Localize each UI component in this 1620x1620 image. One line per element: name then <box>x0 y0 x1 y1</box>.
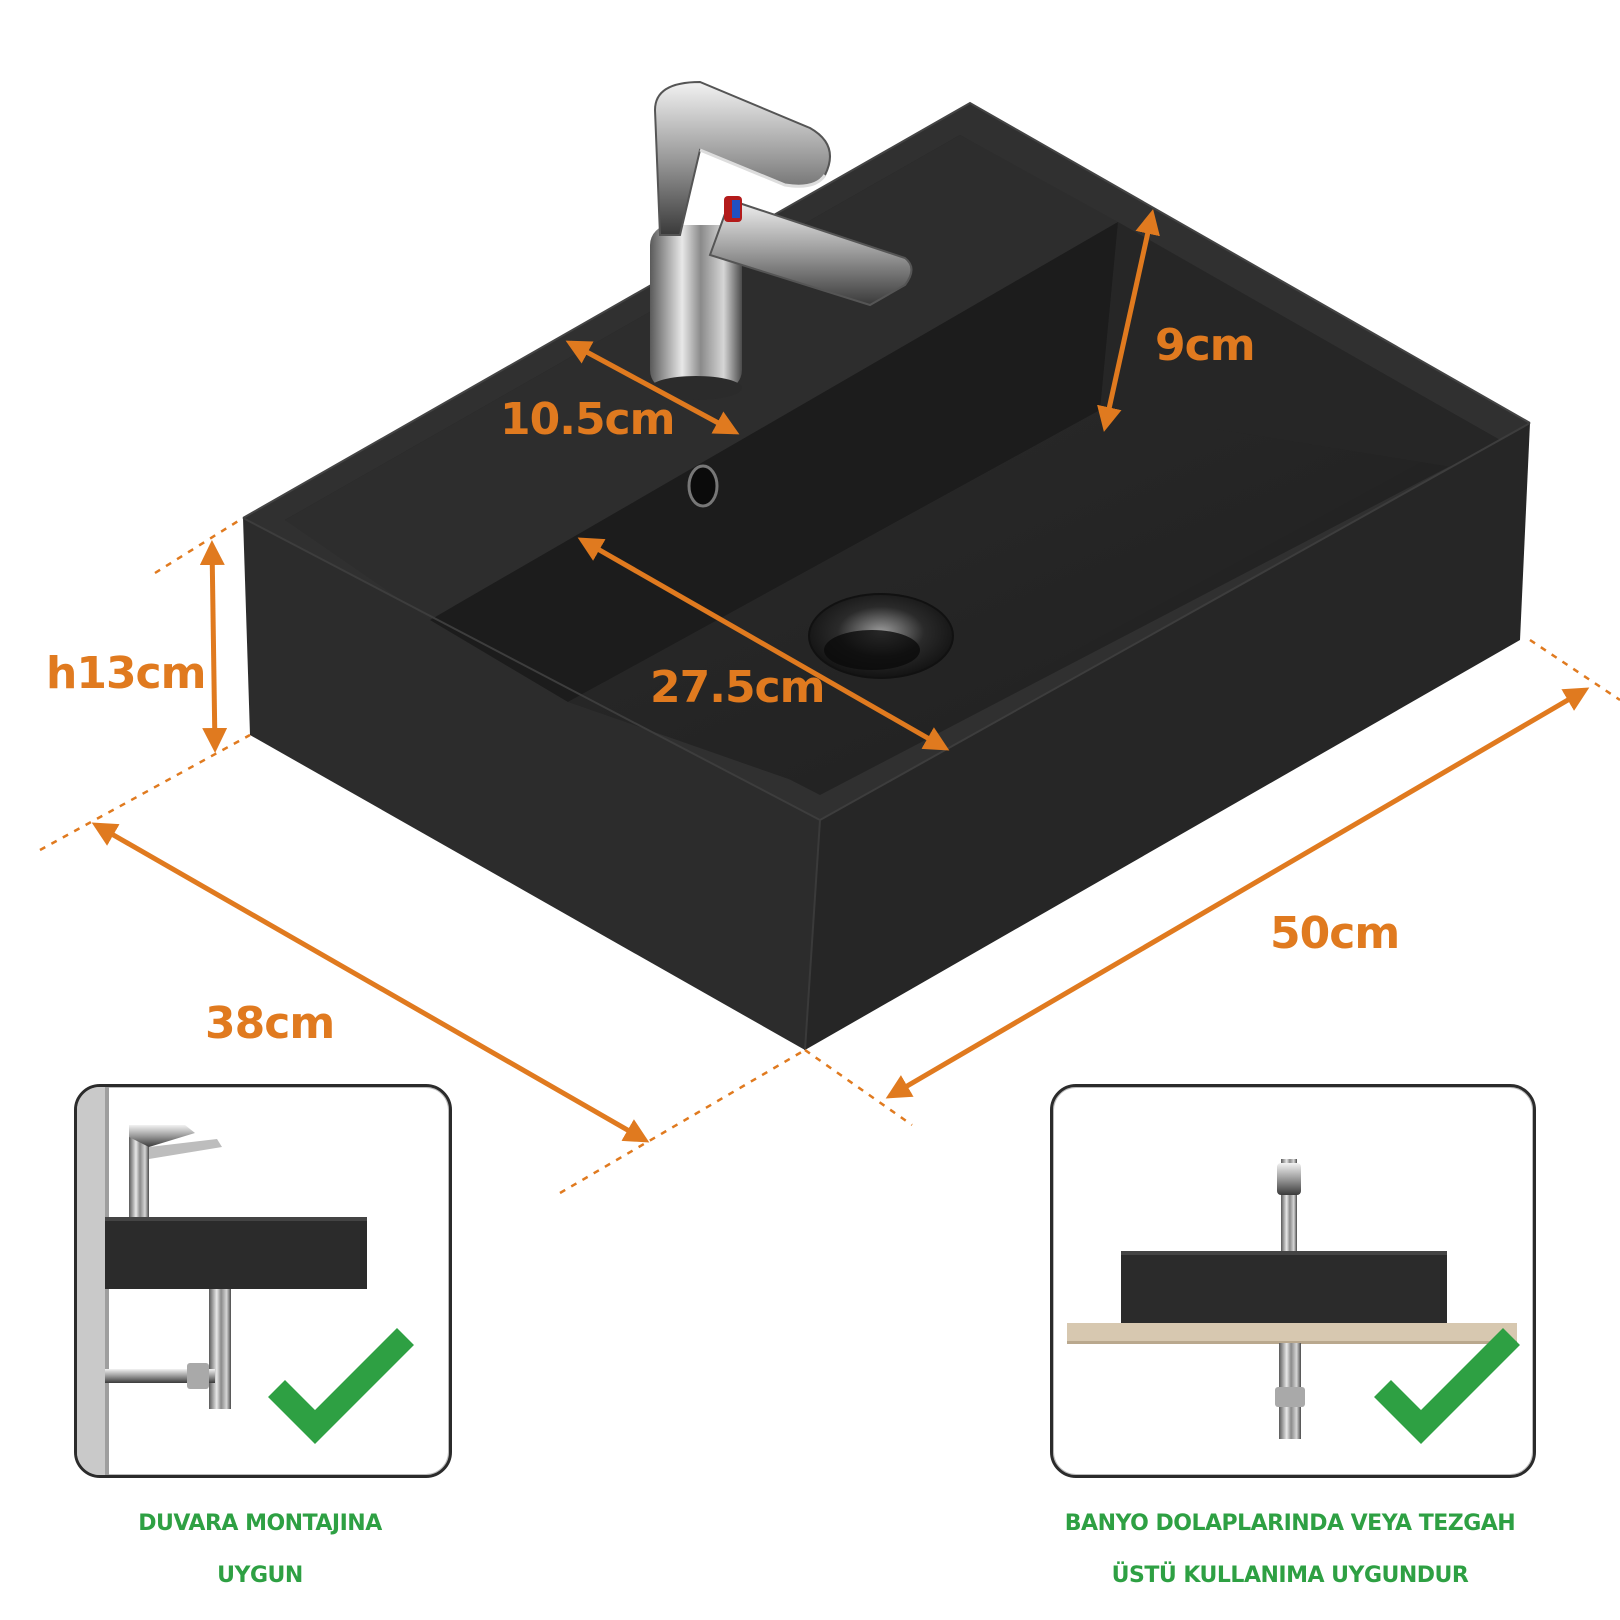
countertop-caption: BANYO DOLAPLARINDA VEYA TEZGAH ÜSTÜ KULL… <box>1020 1498 1560 1602</box>
extension-lines <box>39 516 1620 1195</box>
arrow-length <box>91 822 650 1143</box>
arrow-depth-top <box>565 340 740 435</box>
arrow-inner-length <box>577 537 950 751</box>
checkmark-icon <box>1374 1328 1520 1444</box>
checkmark-icon <box>268 1328 414 1444</box>
arrow-inner-depth <box>1097 209 1160 432</box>
wall-mount-panel <box>74 1084 452 1478</box>
countertop-panel <box>1050 1084 1536 1478</box>
wall-mount-illustration <box>77 1087 414 1475</box>
label-inner-depth: 9cm <box>1155 320 1255 371</box>
wall-mount-caption-line-1: DUVARA MONTAJINA <box>138 1511 382 1536</box>
label-length: 38cm <box>205 998 334 1049</box>
wall-mount-caption: DUVARA MONTAJINA UYGUN <box>74 1498 446 1602</box>
countertop-illustration <box>1067 1159 1520 1444</box>
arrow-width <box>885 687 1590 1099</box>
wall-mount-caption-line-2: UYGUN <box>217 1563 303 1588</box>
label-depth-top: 10.5cm <box>500 394 675 445</box>
dimension-arrows <box>91 209 1590 1143</box>
countertop-caption-line-2: ÜSTÜ KULLANIMA UYGUNDUR <box>1111 1563 1469 1588</box>
label-inner-length: 27.5cm <box>650 662 825 713</box>
label-height: h13cm <box>46 648 205 699</box>
label-width: 50cm <box>1270 908 1399 959</box>
arrow-height <box>199 540 228 753</box>
countertop-caption-line-1: BANYO DOLAPLARINDA VEYA TEZGAH <box>1064 1511 1516 1536</box>
